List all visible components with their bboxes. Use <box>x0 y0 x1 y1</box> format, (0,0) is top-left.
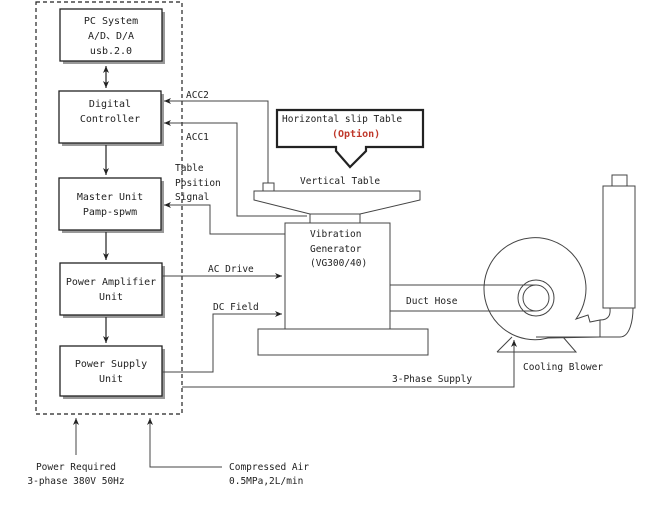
vibration-generator-base <box>257 328 429 356</box>
armature-neck <box>309 213 361 224</box>
vibration-generator-line3: (VG300/40) <box>310 258 367 269</box>
digital-controller-block: Digital Controller <box>58 90 164 146</box>
power-supply-block: Power Supply Unit <box>59 345 165 399</box>
three-phase-supply-label: 3-Phase Supply <box>392 374 472 385</box>
power-required-line1: Power Required <box>36 462 116 473</box>
master-unit-line2: Pamp-spwm <box>83 207 137 218</box>
cooling-blower <box>483 174 636 353</box>
exhaust-stack <box>602 185 636 309</box>
acc1-signal-line <box>164 120 307 217</box>
power-amplifier-line2: Unit <box>99 292 123 303</box>
table-position-label-2: Position <box>175 178 221 189</box>
vertical-table <box>253 190 421 215</box>
pc-system-line1: PC System <box>84 16 138 27</box>
master-unit-line1: Master Unit <box>77 192 143 203</box>
vibration-generator-line2: Generator <box>310 244 362 255</box>
table-position-label-3: Signal <box>175 192 209 203</box>
vibration-generator-line1: Vibration <box>310 229 361 240</box>
exhaust-cap <box>611 174 628 187</box>
acc1-label: ACC1 <box>186 132 209 143</box>
acc2-signal-line <box>164 98 269 183</box>
acc2-label: ACC2 <box>186 90 209 101</box>
master-unit-block: Master Unit Pamp-spwm <box>58 177 164 233</box>
compressed-air-arrow <box>147 418 222 468</box>
power-supply-line2: Unit <box>99 374 123 385</box>
option-label: (Option) <box>332 128 380 140</box>
dc-field-line <box>162 311 282 373</box>
ac-drive-label: AC Drive <box>208 264 254 275</box>
duct-hose-label: Duct Hose <box>406 296 458 307</box>
accelerometer-sensor <box>262 182 275 192</box>
power-amplifier-block: Power Amplifier Unit <box>59 262 165 318</box>
three-phase-supply-line <box>182 340 517 388</box>
digital-controller-line1: Digital <box>89 99 131 110</box>
horizontal-slip-table-label: Horizontal slip Table <box>282 114 402 125</box>
pc-system-line2: A/D、D/A <box>88 31 134 42</box>
cooling-blower-label: Cooling Blower <box>523 362 603 373</box>
control-cabinet-boundary <box>35 1 183 415</box>
table-position-label-1: Table <box>175 163 204 174</box>
pc-system-block: PC System A/D、D/A usb.2.0 <box>59 8 165 64</box>
table-position-signal-line <box>164 202 285 235</box>
dc-field-label: DC Field <box>213 302 259 313</box>
vertical-table-label: Vertical Table <box>300 176 380 187</box>
pc-system-line3: usb.2.0 <box>90 46 132 57</box>
power-amplifier-line1: Power Amplifier <box>66 277 156 288</box>
power-required-line2: 3-phase 380V 50Hz <box>27 476 124 487</box>
digital-controller-line2: Controller <box>80 114 140 125</box>
horizontal-slip-table-callout <box>275 108 425 169</box>
compressed-air-line2: 0.5MPa,2L/min <box>229 476 303 487</box>
compressed-air-line1: Compressed Air <box>229 462 309 473</box>
power-supply-line1: Power Supply <box>75 359 147 370</box>
